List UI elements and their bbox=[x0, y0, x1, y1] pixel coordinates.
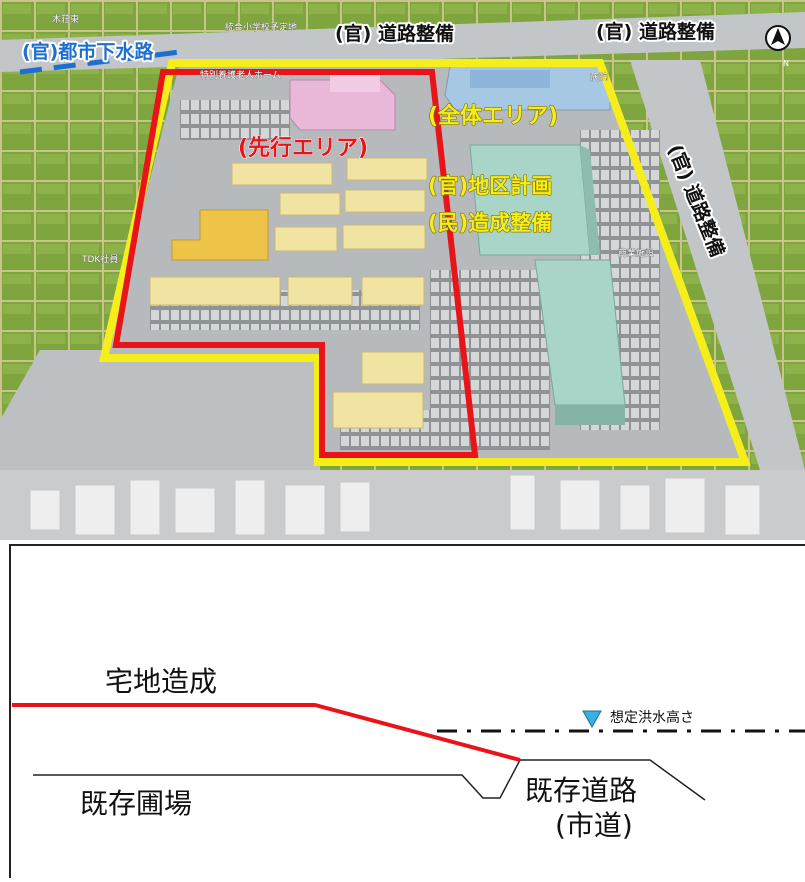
label-district-plan: (官)地区計画 bbox=[428, 174, 552, 198]
label-flood-height: 想定洪水高さ bbox=[610, 709, 694, 726]
label-hospital: 病院 bbox=[590, 71, 608, 83]
aerial-view: 木荘東 統合小学校予定地 特別養護老人ホーム 病院 TDK社員 商業施設 (官)… bbox=[0, 0, 805, 540]
north-arrow-icon: N bbox=[765, 25, 791, 68]
label-whole-area: (全体エリア) bbox=[428, 103, 558, 129]
cross-section-frame bbox=[9, 544, 805, 882]
large-facility-building bbox=[469, 144, 600, 256]
nursing-home-building bbox=[289, 70, 396, 131]
foreground-houses bbox=[29, 474, 761, 536]
whole-area-boundary bbox=[98, 59, 751, 466]
label-nursing-home: 特別養護老人ホーム bbox=[200, 69, 281, 81]
sewer-line bbox=[19, 49, 181, 75]
label-commercial: 商業施設 bbox=[618, 247, 654, 259]
label-existing-road: 既存道路 bbox=[525, 774, 637, 807]
lead-area-boundary bbox=[112, 69, 479, 458]
label-site-development-section: 宅地造成 bbox=[105, 665, 217, 698]
label-sewer: (官)都市下水路 bbox=[22, 40, 154, 63]
existing-ground-line bbox=[33, 759, 706, 801]
label-site-development: (民)造成整備 bbox=[428, 211, 552, 235]
apartment-blocks bbox=[149, 157, 428, 429]
right-road bbox=[630, 60, 805, 470]
commercial-building bbox=[534, 259, 626, 425]
cross-section-diagram: 宅地造成 想定洪水高さ 既存圃場 既存道路 (市道) bbox=[9, 544, 805, 882]
label-road-top-right: (官) 道路整備 bbox=[596, 20, 715, 43]
label-road-top-center: (官) 道路整備 bbox=[335, 22, 454, 45]
site-fill-line bbox=[12, 703, 521, 762]
left-lot bbox=[0, 350, 320, 470]
school-building bbox=[171, 209, 269, 261]
label-existing-field: 既存圃場 bbox=[80, 787, 192, 820]
top-road bbox=[0, 12, 805, 72]
label-city-road: (市道) bbox=[555, 809, 633, 842]
flood-marker-icon bbox=[582, 710, 602, 729]
label-lead-area: (先行エリア) bbox=[238, 135, 368, 161]
label-tdk: TDK社員 bbox=[81, 253, 118, 265]
north-label: N bbox=[783, 59, 789, 68]
parking-lot bbox=[180, 100, 290, 140]
label-kisoyama: 木荘東 bbox=[52, 13, 79, 25]
label-school-site: 統合小学校予定地 bbox=[225, 21, 297, 33]
